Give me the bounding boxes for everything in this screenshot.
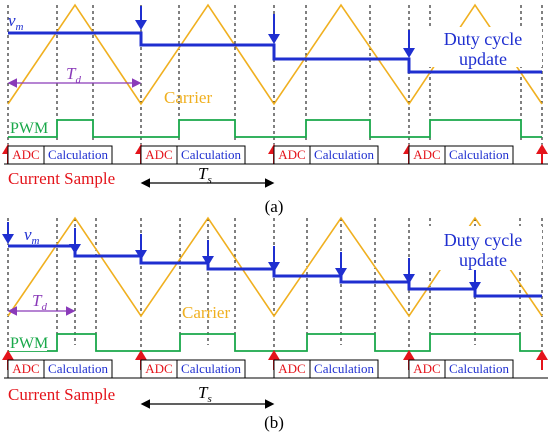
panel-b-carrier-label: Carrier	[182, 303, 230, 322]
panel-b-current-sample-label: Current Sample	[8, 385, 115, 404]
panel-a-current-sample-label: Current Sample	[8, 169, 115, 188]
panel-a-vm-label: vm	[8, 11, 24, 33]
panel-a-adc-label-4: ADC	[413, 147, 440, 162]
panel-b-duty-label-bg	[424, 226, 542, 270]
panel-b-calc-box-2	[176, 359, 246, 379]
panel-a-calc-label-4: Calculation	[449, 147, 509, 162]
panel-a-pwm-signal	[8, 119, 542, 138]
panel-b-caption: (b)	[264, 413, 284, 432]
panel-b-calc-label-4: Calculation	[449, 361, 509, 376]
panel-a-adc-label-1: ADC	[12, 147, 39, 162]
panel-b-td-label: Td	[32, 291, 47, 313]
panel-a-duty-label-line2: update	[459, 49, 507, 69]
panel-a-labels: vm Td Carrier PWM Duty cycle update Ts C…	[8, 11, 542, 216]
panel-b-ts-label: Ts	[198, 383, 212, 405]
panel-b-duty-label-line2: update	[459, 250, 507, 270]
panel-b-pwm-label-bg	[9, 333, 47, 351]
panel-a-duty-label-line1: Duty cycle	[444, 29, 522, 49]
panel-b-duty-label-line1: Duty cycle	[444, 230, 522, 250]
panel-a-calc-box-1	[43, 145, 113, 165]
panel-a-pwm-label: PWM	[10, 120, 48, 137]
panel-b-processing-boxes: ADC Calculation ADC Calculation ADC Calculati…	[7, 359, 514, 379]
panel-b-calc-label-2: Calculation	[181, 361, 241, 376]
panel-a-processing-boxes: ADC Calculation ADC Calculation ADC Calculati…	[7, 145, 514, 165]
panel-b-calc-label-1: Calculation	[48, 361, 108, 376]
panel-b-update-arrows	[2, 222, 481, 292]
panel-b-vm-label: vm	[24, 225, 40, 247]
panel-a-pwm-label-bg	[9, 118, 47, 136]
panel-a-caption: (a)	[265, 197, 284, 216]
panel-a-duty-label-bg	[424, 27, 542, 67]
panel-a-calc-label-3: Calculation	[314, 147, 374, 162]
panel-b-calc-box-3	[309, 359, 379, 379]
panel-a-calc-box-4	[444, 145, 514, 165]
panel-b-pwm-label: PWM	[10, 335, 48, 352]
panel-a-adc-label-3: ADC	[278, 147, 305, 162]
panel-b-adc-label-2: ADC	[145, 361, 172, 376]
panel-a-vm-signal	[8, 31, 542, 74]
panel-a-update-arrows	[135, 6, 415, 58]
panel-b-calc-label-3: Calculation	[314, 361, 374, 376]
panel-b	[2, 216, 548, 409]
panel-a-ts-label: Ts	[198, 164, 212, 186]
panel-b-calc-box-1	[43, 359, 113, 379]
panel-a-calc-box-2	[176, 145, 246, 165]
panel-b-pwm-signal	[8, 333, 542, 352]
panel-a-calc-box-3	[309, 145, 379, 165]
panel-a-calc-label-2: Calculation	[181, 147, 241, 162]
panel-b-vm-signal	[8, 244, 542, 298]
panel-b-adc-label-1: ADC	[12, 361, 39, 376]
panel-b-adc-label-4: ADC	[413, 361, 440, 376]
panel-b-labels: vm Td Carrier PWM Duty cycle update Ts C…	[8, 225, 542, 432]
panel-b-adc-label-3: ADC	[278, 361, 305, 376]
panel-a-adc-label-2: ADC	[145, 147, 172, 162]
panel-b-calc-box-4	[444, 359, 514, 379]
panel-a-carrier-label: Carrier	[164, 88, 212, 107]
panel-a-calc-label-1: Calculation	[48, 147, 108, 162]
panel-a-td-label: Td	[66, 64, 81, 86]
